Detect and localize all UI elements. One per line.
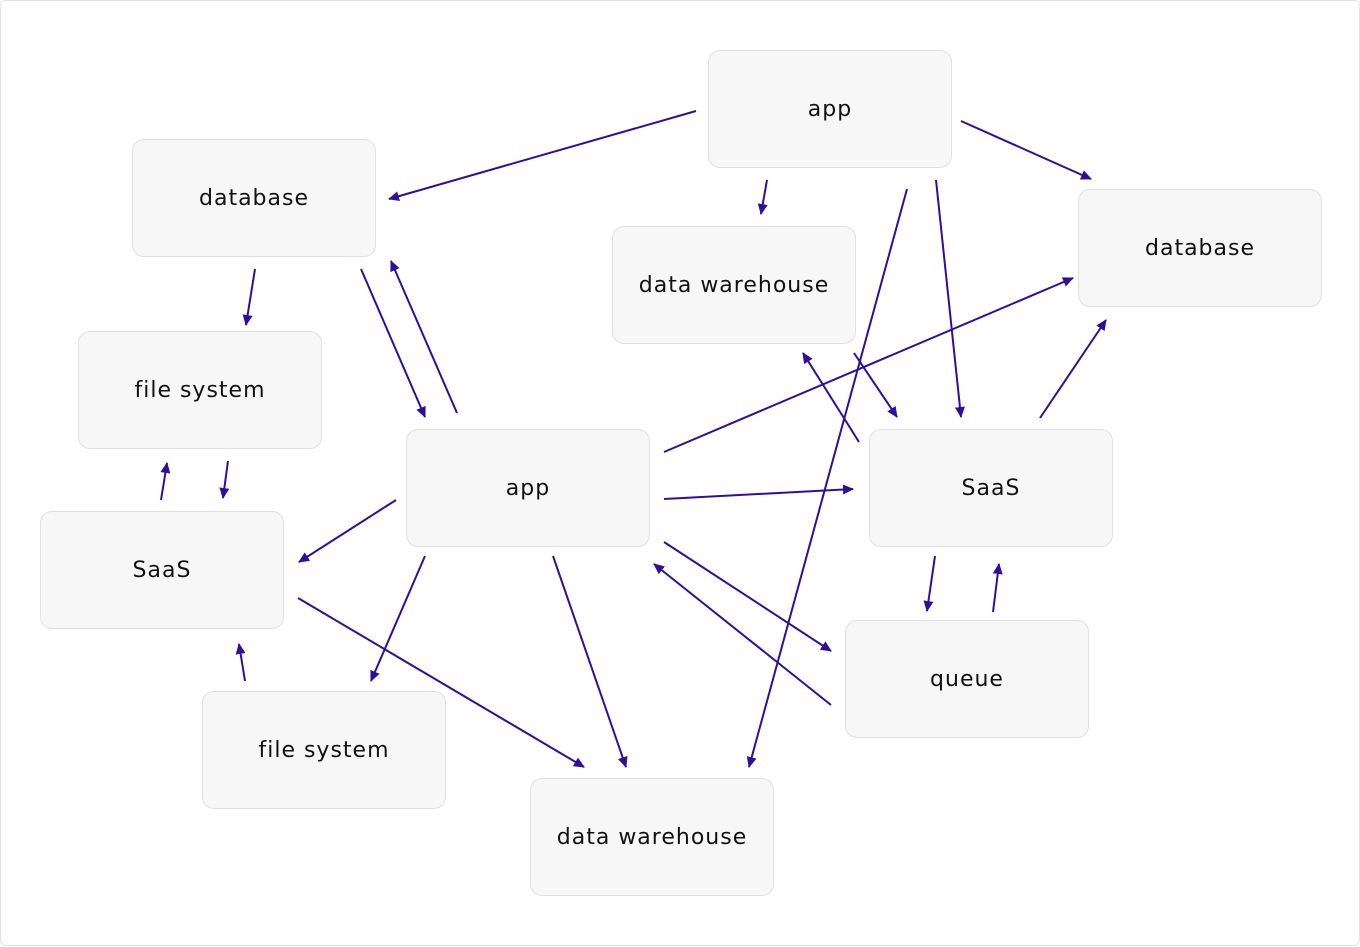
node-database-left[interactable]: database <box>132 139 376 257</box>
edge-file-system-left-to-saas-left[interactable] <box>219 460 230 499</box>
edge-app-center-to-database-left[interactable] <box>390 260 458 414</box>
edge-data-warehouse-top-to-saas-right[interactable] <box>853 352 898 418</box>
edge-app-center-to-saas-right[interactable] <box>663 484 854 500</box>
edge-saas-right-to-data-warehouse-top[interactable] <box>802 352 860 443</box>
node-saas-left[interactable]: SaaS <box>40 511 284 629</box>
node-saas-right[interactable]: SaaS <box>869 429 1113 547</box>
edge-app-top-to-database-left[interactable] <box>388 110 697 202</box>
edge-app-center-to-data-warehouse-bottom[interactable] <box>552 555 628 768</box>
edges <box>160 110 1107 768</box>
edge-database-left-to-file-system-left[interactable] <box>242 268 256 326</box>
node-file-system-bottom[interactable]: file system <box>202 691 446 809</box>
node-data-warehouse-bottom[interactable]: data warehouse <box>530 778 774 896</box>
edge-app-center-to-saas-left[interactable] <box>298 499 397 563</box>
edge-saas-left-to-file-system-left[interactable] <box>160 462 171 501</box>
edge-app-top-to-data-warehouse-top[interactable] <box>757 179 768 215</box>
edge-queue-to-app-center[interactable] <box>653 563 832 706</box>
edge-saas-right-to-database-right[interactable] <box>1039 319 1107 419</box>
edge-app-top-to-saas-right[interactable] <box>935 179 965 418</box>
edge-app-top-to-data-warehouse-bottom[interactable] <box>746 188 908 768</box>
edge-app-top-to-database-right[interactable] <box>960 120 1092 180</box>
node-database-right[interactable]: database <box>1078 189 1322 307</box>
edge-queue-to-saas-right[interactable] <box>992 563 1003 613</box>
edge-file-system-bottom-to-saas-left[interactable] <box>235 643 246 682</box>
node-app-center[interactable]: app <box>406 429 650 547</box>
node-queue[interactable]: queue <box>845 620 1089 738</box>
edge-database-left-to-app-center[interactable] <box>360 268 426 418</box>
edge-app-center-to-database-right[interactable] <box>663 277 1074 453</box>
edge-saas-left-to-data-warehouse-bottom[interactable] <box>297 597 585 768</box>
edge-app-center-to-file-system-bottom[interactable] <box>370 555 426 682</box>
edge-saas-right-to-queue[interactable] <box>923 555 936 612</box>
node-file-system-left[interactable]: file system <box>78 331 322 449</box>
node-app-top[interactable]: app <box>708 50 952 168</box>
node-data-warehouse-top[interactable]: data warehouse <box>612 226 856 344</box>
edge-app-center-to-queue[interactable] <box>663 541 832 652</box>
